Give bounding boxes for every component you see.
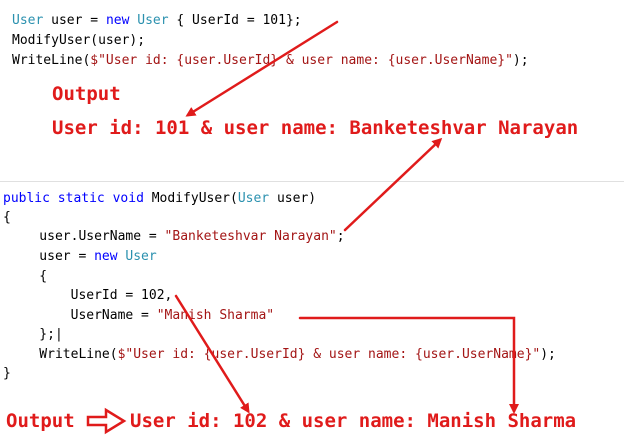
output-value-bottom: User id: 102 & user name: Manish Sharma bbox=[130, 410, 577, 432]
string-token: $"User id: {user.UserId} & user name: {u… bbox=[117, 347, 541, 362]
string-token: $"User id: {user.UserId} & user name: {u… bbox=[90, 53, 513, 68]
string-token: "Manish Sharma" bbox=[156, 308, 275, 323]
arrow-banketeshvar bbox=[343, 137, 443, 232]
code-line-writeline: WriteLine($"User id: {user.UserId} & use… bbox=[12, 52, 529, 70]
code-text: ); bbox=[540, 347, 556, 362]
code-text: user = bbox=[8, 249, 95, 264]
open-brace: { bbox=[3, 210, 11, 225]
code-line-brace-open: { bbox=[8, 269, 48, 284]
type-token: User bbox=[237, 191, 270, 206]
code-line-username: UserName = "Manish Sharma" bbox=[8, 307, 275, 325]
type-token: User bbox=[12, 13, 44, 28]
code-line-writeline: WriteLine($"User id: {user.UserId} & use… bbox=[8, 346, 556, 364]
keyword-token: static bbox=[57, 191, 105, 206]
close-brace: } bbox=[3, 366, 11, 381]
keyword-token: void bbox=[112, 191, 144, 206]
code-line-assign-name: user.UserName = "Banketeshvar Narayan"; bbox=[8, 228, 345, 246]
output-label-bottom: Output bbox=[6, 410, 75, 432]
separator bbox=[0, 181, 624, 182]
keyword-token: new bbox=[94, 249, 118, 264]
code-line-new-user: User user = new User { UserId = 101}; bbox=[12, 12, 302, 30]
code-text: { UserId = 101}; bbox=[168, 13, 302, 28]
code-text: WriteLine( bbox=[12, 53, 91, 68]
string-token: "Banketeshvar Narayan" bbox=[164, 229, 337, 244]
arrow-101 bbox=[185, 20, 339, 117]
keyword-token: public bbox=[3, 191, 50, 206]
code-text: user = bbox=[43, 13, 106, 28]
code-line-userid: UserId = 102, bbox=[8, 288, 173, 303]
method-signature: public static void ModifyUser(User user) bbox=[3, 190, 316, 208]
output-pointer-icon bbox=[86, 407, 127, 435]
code-line-new-user: user = new User bbox=[8, 248, 157, 266]
code-text: ); bbox=[512, 53, 529, 68]
keyword-token: new bbox=[105, 13, 130, 28]
code-text: user) bbox=[269, 191, 317, 206]
code-line-modify-call: ModifyUser(user); bbox=[12, 33, 146, 48]
code-line-brace-close: };| bbox=[8, 327, 63, 342]
code-text: ModifyUser( bbox=[143, 191, 238, 206]
arrow-manish bbox=[298, 316, 519, 414]
code-text: ; bbox=[336, 229, 345, 244]
type-token: User bbox=[125, 249, 157, 264]
code-text: WriteLine( bbox=[8, 347, 118, 362]
output-label-top: Output bbox=[52, 83, 121, 105]
output-value-top: User id: 101 & user name: Banketeshvar N… bbox=[52, 117, 579, 139]
type-token: User bbox=[137, 13, 169, 28]
code-text: UserName = bbox=[8, 308, 157, 323]
code-text: user.UserName = bbox=[8, 229, 165, 244]
arrow-102 bbox=[174, 294, 250, 414]
